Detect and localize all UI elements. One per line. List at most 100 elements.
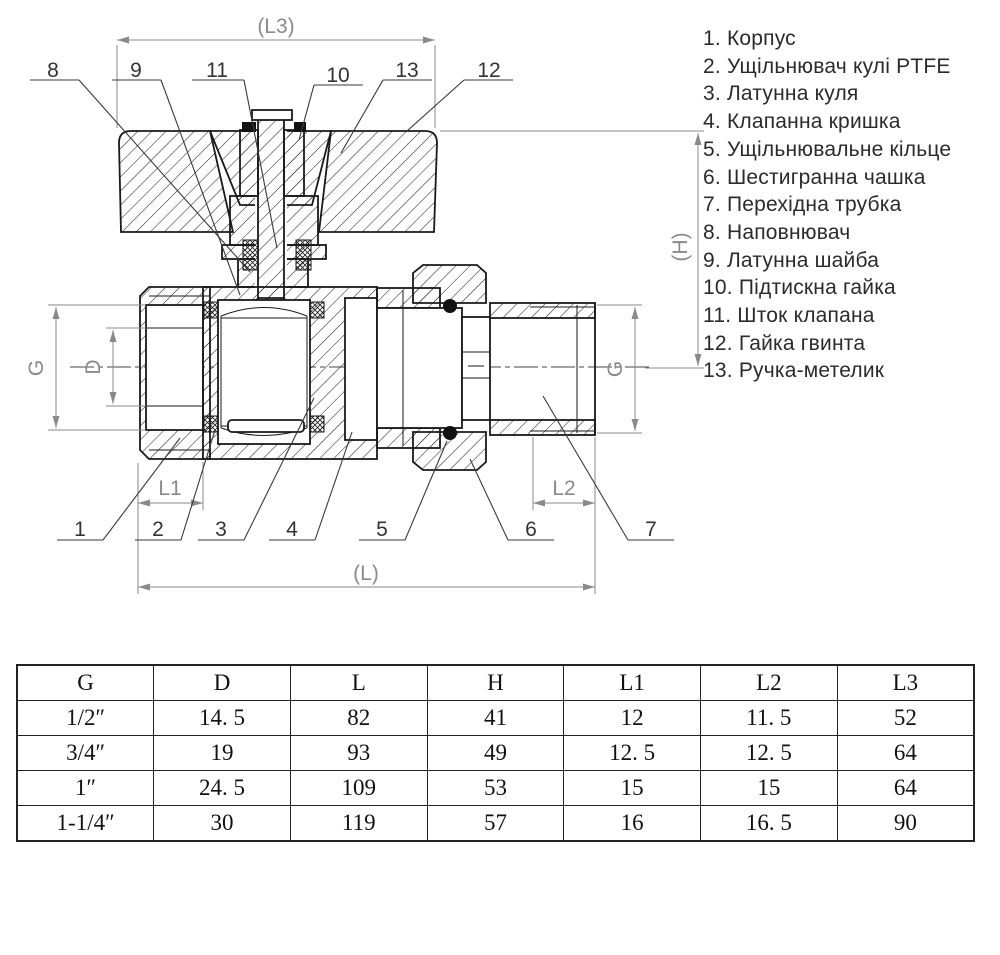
table-cell: 16. 5 — [700, 805, 838, 842]
callout-4-number: 4 — [286, 518, 298, 541]
table-cell: 119 — [289, 805, 428, 842]
packing-left — [242, 239, 259, 271]
table-header-row: G D L H L1 L2 L3 — [16, 664, 975, 701]
table-cell: 82 — [289, 700, 428, 736]
table-cell: 19 — [153, 735, 291, 771]
callout-1: 1 — [57, 437, 181, 541]
dim-label-l1: L1 — [158, 477, 181, 500]
parts-list-item: 13. Ручка-метелик — [703, 359, 885, 383]
o-ring-top — [443, 299, 457, 313]
callout-6: 6 — [469, 458, 554, 541]
table-row: 1/2″ 14. 5 82 41 12 11. 5 52 — [16, 700, 975, 736]
union-nut-bottom — [412, 431, 487, 471]
callout-9-number: 9 — [130, 59, 142, 82]
parts-list-item: 2. Ущільнювач кулі PTFE — [703, 54, 951, 78]
callout-13-number: 13 — [395, 59, 418, 82]
table-cell: 12. 5 — [700, 735, 838, 771]
valve-body-section — [118, 109, 596, 471]
callout-1-number: 1 — [74, 518, 86, 541]
tailpiece-bottom-wall — [489, 419, 596, 436]
table-cell: 57 — [426, 805, 565, 842]
dim-label-l3: (L3) — [257, 15, 294, 38]
dimension-d: D — [82, 327, 146, 407]
dimension-g-right: G — [597, 304, 642, 434]
dimension-l1: L1 — [138, 462, 204, 510]
table-cell: 3/4″ — [16, 735, 155, 771]
callout-5-number: 5 — [376, 518, 388, 541]
callout-10-number: 10 — [326, 64, 349, 87]
table-header-cell: D — [153, 664, 291, 701]
dimension-g-left: G — [25, 304, 146, 431]
table-cell: 64 — [836, 770, 975, 806]
callout-9: 9 — [112, 59, 241, 296]
table-cell: 53 — [426, 770, 565, 806]
callout-3: 3 — [198, 397, 315, 541]
table-cell: 12. 5 — [563, 735, 702, 771]
callout-13: 13 — [340, 59, 432, 154]
union-nut-top — [412, 264, 487, 304]
tailpiece-flange — [461, 316, 491, 421]
table-cell: 30 — [153, 805, 291, 842]
table-cell: 1-1/4″ — [16, 805, 155, 842]
table-cell: 52 — [836, 700, 975, 736]
table-cell: 109 — [289, 770, 428, 806]
ptfe-seat-tl — [203, 301, 219, 319]
ptfe-seat-br — [309, 415, 325, 433]
table-header-cell: L2 — [700, 664, 838, 701]
table-cell: 14. 5 — [153, 700, 291, 736]
valve-cap — [344, 297, 378, 441]
table-cell: 90 — [836, 805, 975, 842]
callout-12-number: 12 — [477, 59, 500, 82]
dim-label-g-left: G — [25, 360, 48, 376]
callout-5: 5 — [359, 440, 448, 541]
callout-2: 2 — [135, 429, 216, 541]
table-header-cell: L — [289, 664, 428, 701]
table-cell: 49 — [426, 735, 565, 771]
table-cell: 16 — [563, 805, 702, 842]
table-header-cell: L1 — [563, 664, 702, 701]
table-cell: 15 — [700, 770, 838, 806]
dim-label-h: (H) — [669, 232, 692, 261]
callout-12: 12 — [406, 59, 513, 132]
parts-list: 1. Корпус 2. Ущільнювач кулі PTFE 3. Лат… — [703, 25, 998, 385]
callout-10: 10 — [298, 64, 363, 141]
callout-2-number: 2 — [152, 518, 164, 541]
valve-technical-drawing: (L3) (H) G D G L1 L2 (L) — [25, 15, 704, 594]
dimension-l: (L) — [137, 437, 596, 594]
dimension-l3: (L3) — [116, 15, 436, 128]
parts-list-item: 5. Ущільнювальне кільце — [703, 137, 952, 161]
callout-8-number: 8 — [47, 59, 59, 82]
table-cell: 11. 5 — [700, 700, 838, 736]
table-header-cell: L3 — [836, 664, 975, 701]
parts-list-item: 7. Перехідна трубка — [703, 193, 902, 217]
packing-right — [295, 239, 312, 271]
seal-filler-left — [242, 122, 256, 132]
handle-right-wing — [317, 130, 438, 233]
tailpiece-top-wall — [489, 302, 596, 319]
o-ring-bottom — [443, 426, 457, 440]
table-header-cell: G — [16, 664, 155, 701]
dimension-h: (H) — [440, 130, 704, 369]
ptfe-seat-bl — [203, 415, 219, 433]
ptfe-seat-tr — [309, 301, 325, 319]
table-header-cell: H — [426, 664, 565, 701]
table-cell: 64 — [836, 735, 975, 771]
table-cell: 15 — [563, 770, 702, 806]
table-cell: 1/2″ — [16, 700, 155, 736]
female-thread-bore — [145, 304, 204, 431]
table-row: 3/4″ 19 93 49 12. 5 12. 5 64 — [16, 735, 975, 771]
callout-7-number: 7 — [645, 518, 657, 541]
adapter-bore — [376, 307, 463, 429]
parts-list-item: 12. Гайка гвинта — [703, 331, 866, 355]
stem-cap — [251, 109, 293, 121]
parts-list-item: 6. Шестигранна чашка — [703, 165, 926, 189]
callout-11-number: 11 — [206, 59, 228, 82]
callout-11: 11 — [192, 59, 278, 249]
callout-7: 7 — [542, 395, 674, 541]
callout-3-number: 3 — [215, 518, 227, 541]
parts-list-item: 10. Підтискна гайка — [703, 276, 896, 300]
callout-6-number: 6 — [525, 518, 537, 541]
dim-label-l2: L2 — [552, 477, 575, 500]
table-cell: 41 — [426, 700, 565, 736]
table-row: 1-1/4″ 30 119 57 16 16. 5 90 — [16, 805, 975, 842]
